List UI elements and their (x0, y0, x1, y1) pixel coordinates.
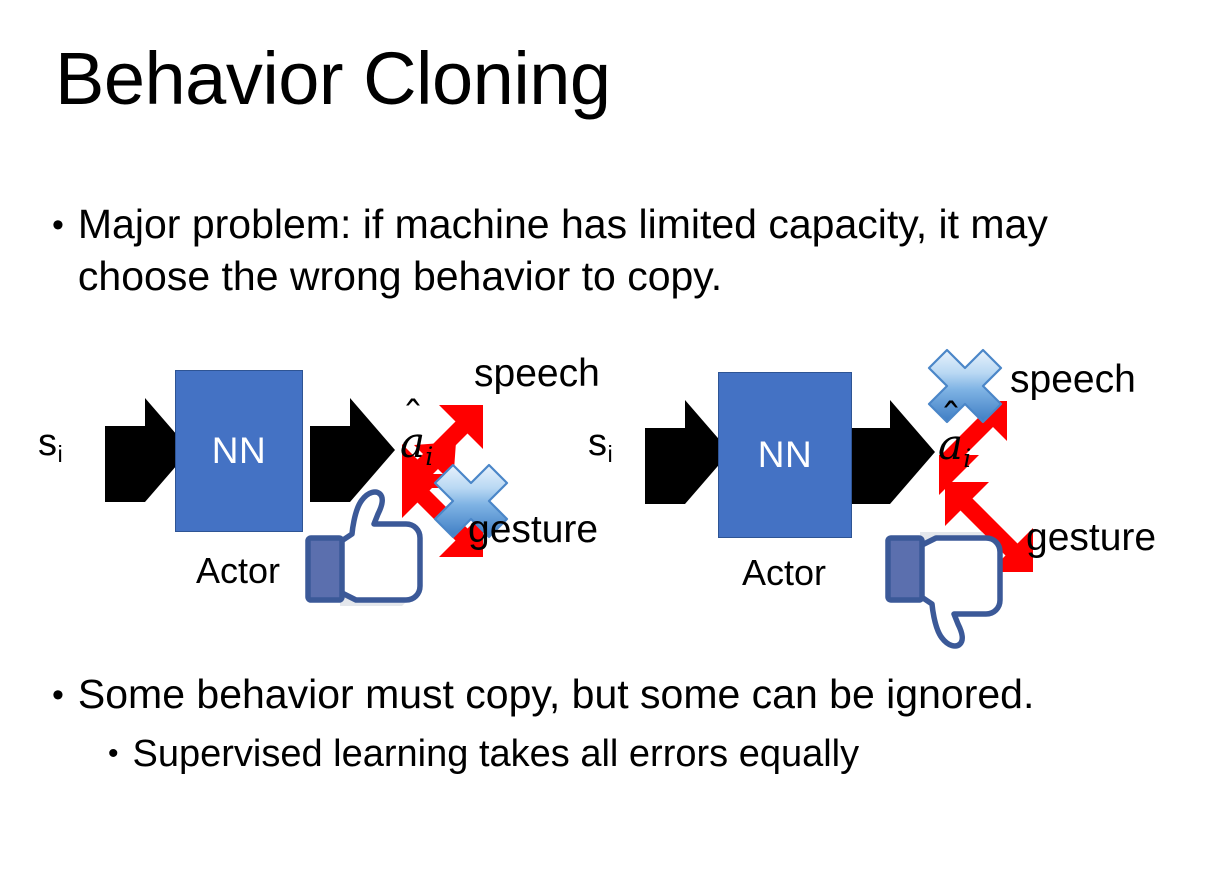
input-arrow-icon (105, 398, 190, 502)
output-label-gesture-left: gesture (468, 508, 599, 551)
output-arrow-icon (850, 400, 935, 504)
output-label-speech-right: speech (1010, 358, 1136, 401)
diagram-right-graphics (645, 348, 1033, 649)
state-label-right: si (588, 422, 613, 468)
bullet-item-2: • Some behavior must copy, but some can … (52, 668, 1152, 720)
output-label-speech-left: speech (474, 352, 600, 395)
action-subscript: i (425, 441, 434, 471)
output-arrow-icon (310, 398, 395, 502)
state-label-left: si (38, 422, 63, 468)
nn-box-left: NN (175, 370, 303, 532)
state-subscript: i (607, 441, 613, 468)
action-symbol: a (400, 418, 425, 467)
diagram-right: si (560, 340, 1200, 649)
state-subscript: i (57, 441, 63, 468)
bullet-item-1: • Major problem: if machine has limited … (52, 198, 1112, 303)
page-title: Behavior Cloning (55, 37, 611, 120)
action-label-left: ai (400, 418, 433, 471)
diagram-left-graphics (105, 398, 509, 606)
nn-label: NN (211, 430, 267, 471)
action-label-right: ai (938, 420, 971, 473)
action-subscript: i (963, 443, 972, 473)
output-label-gesture-right: gesture (1026, 516, 1157, 559)
bullet-marker-icon: • (52, 206, 64, 244)
nn-label: NN (757, 434, 813, 475)
state-symbol: s (38, 422, 57, 464)
bullet-text-1: Major problem: if machine has limited ca… (77, 201, 1048, 300)
thumbs-down-icon (885, 532, 1003, 649)
actor-label-right: Actor (741, 552, 827, 593)
action-symbol: a (938, 420, 963, 469)
input-arrow-icon (645, 400, 730, 504)
diagram-left: si (10, 340, 630, 640)
nn-box-right: NN (718, 372, 852, 538)
actor-label-left: Actor (195, 550, 281, 591)
bullet-marker-icon: • (52, 676, 64, 714)
cross-out-gesture-icon (433, 463, 509, 539)
thumbs-up-icon (305, 489, 423, 606)
state-symbol: s (588, 422, 607, 464)
bullet-item-3: • Supervised learning takes all errors e… (108, 730, 1158, 779)
bullet-text-3: Supervised learning takes all errors equ… (132, 733, 860, 775)
bullet-marker-icon: • (108, 737, 119, 770)
bullet-text-2: Some behavior must copy, but some can be… (77, 671, 1035, 717)
